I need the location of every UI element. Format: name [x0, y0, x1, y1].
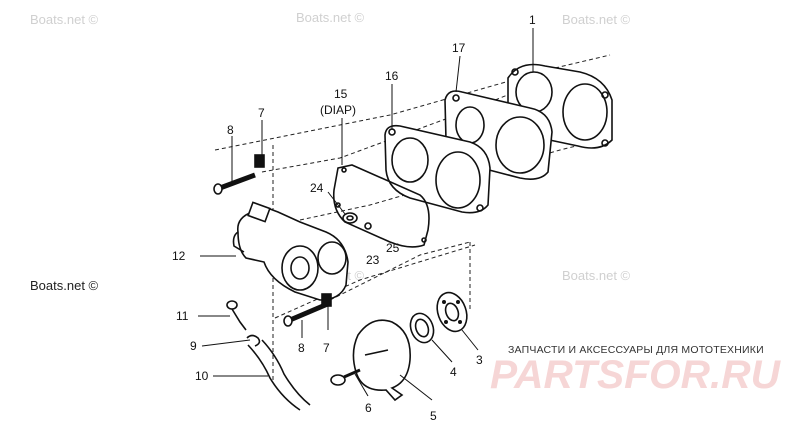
callout-15-diap: (DIAP) [320, 103, 356, 117]
pump-body-part-12 [232, 201, 349, 301]
nut-part-7-upper [254, 154, 265, 168]
watermark-boats-2: Boats.net © [296, 10, 365, 25]
diaphragm-part-15 [332, 164, 430, 248]
leader-lines [198, 28, 534, 401]
filter-screen-part-3 [436, 291, 468, 333]
callout-6: 6 [365, 401, 372, 415]
callout-12: 12 [172, 249, 186, 263]
callout-7-lower: 7 [323, 341, 330, 355]
shop-tagline: ЗАПЧАСТИ И АКСЕССУАРЫ ДЛЯ МОТОТЕХНИКИ [508, 344, 764, 356]
callout-16: 16 [385, 69, 399, 83]
watermark-boats-left: Boats.net © [30, 278, 99, 293]
callout-1: 1 [529, 13, 536, 27]
callout-23: 23 [366, 253, 380, 267]
shop-brand-logo: PARTSFOR.RU [490, 353, 781, 397]
nut-part-7-lower [321, 293, 332, 307]
callout-24: 24 [310, 181, 324, 195]
callout-7-upper: 7 [258, 106, 265, 120]
watermark-boats-1: Boats.net © [30, 12, 99, 27]
callout-5: 5 [430, 409, 437, 423]
callout-3: 3 [476, 353, 483, 367]
callout-9: 9 [190, 339, 197, 353]
callout-8-lower: 8 [298, 341, 305, 355]
callout-25: 25 [386, 241, 400, 255]
ring-part-25 [364, 222, 372, 230]
screw-part-6 [330, 368, 361, 386]
fitting-part-11 [226, 300, 247, 331]
callout-4: 4 [450, 365, 457, 379]
callout-10: 10 [195, 369, 209, 383]
callout-17: 17 [452, 41, 466, 55]
clip-part-9 [246, 334, 261, 347]
watermark-boats-5: Boats.net © [562, 268, 631, 283]
ring-part-4 [409, 312, 435, 344]
cover-part-5 [352, 319, 411, 402]
callout-15: 15 [334, 87, 348, 101]
callout-11: 11 [176, 309, 189, 323]
callout-8-upper: 8 [227, 123, 234, 137]
washer-part-24 [342, 212, 358, 224]
callout-labels: 1 17 16 15 (DIAP) 8 7 24 23 25 12 11 9 1… [172, 13, 536, 423]
bolt-part-8-upper [213, 172, 256, 195]
watermark-boats-3: Boats.net © [562, 12, 631, 27]
hose-part-10 [247, 339, 311, 411]
